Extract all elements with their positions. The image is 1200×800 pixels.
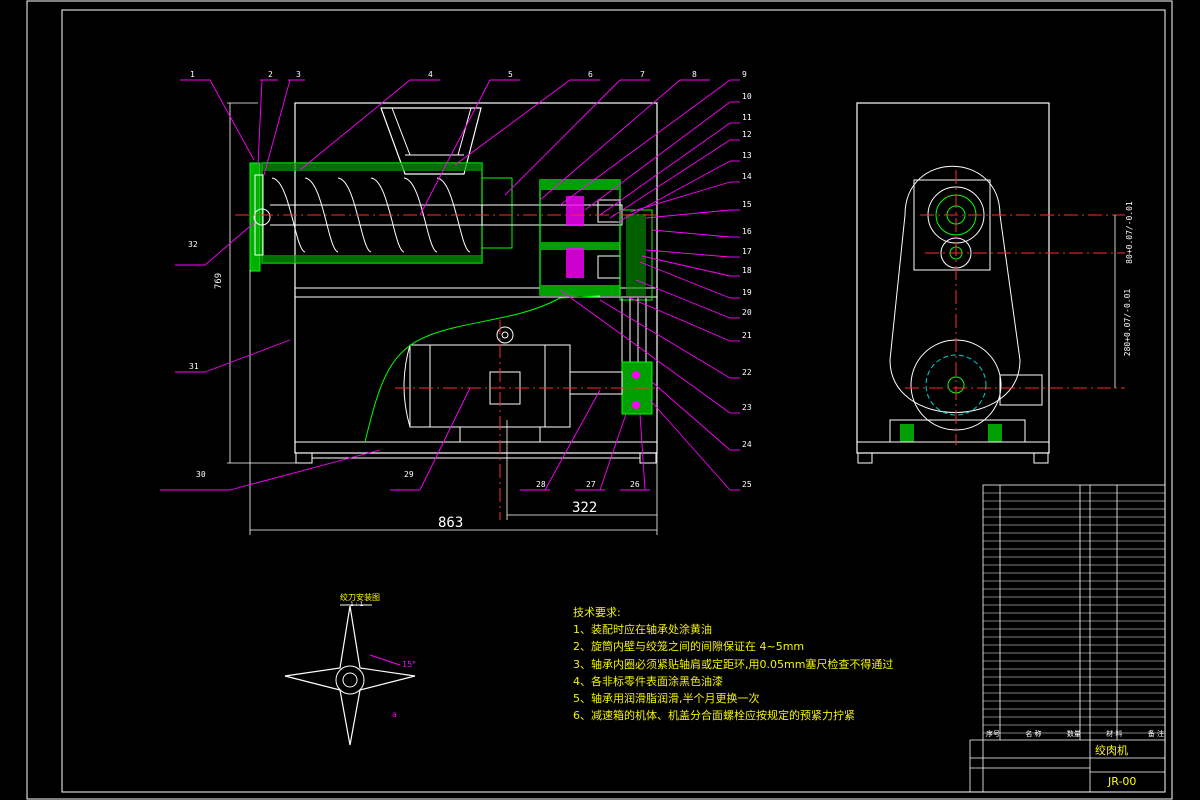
side-view bbox=[856, 102, 1125, 464]
callout-number: 26 bbox=[630, 480, 640, 489]
callout-number: 14 bbox=[742, 172, 752, 181]
callout-number: 10 bbox=[742, 92, 752, 101]
callout-number: 18 bbox=[742, 266, 752, 275]
drawing-number: JR-00 bbox=[1108, 775, 1137, 788]
callout-leaders bbox=[160, 79, 740, 491]
tech-item: 3、轴承内圈必须紧贴轴肩或定距环,用0.05mm塞尺检查不得通过 bbox=[573, 657, 894, 671]
header-cell: 数量 bbox=[1066, 730, 1081, 738]
technical-requirements: 技术要求: 1、装配时应在轴承处涂黄油 2、旋筒内壁与绞笼之间的间隙保证在 4~… bbox=[573, 604, 893, 724]
callout-number: 29 bbox=[404, 470, 414, 479]
callout-number: 3 bbox=[296, 70, 301, 79]
dimension-side-lower: 280+0.07/-0.01 bbox=[1123, 288, 1133, 357]
header-cell: 材 料 bbox=[1106, 730, 1123, 738]
callout-number: 7 bbox=[640, 70, 645, 79]
blade-tag: a bbox=[392, 710, 397, 719]
title-block-header: 序号 名 称 数量 材 料 备 注 bbox=[986, 729, 1164, 739]
screw-auger bbox=[270, 177, 482, 253]
front-view bbox=[227, 102, 660, 535]
dimension-side-upper: 80+0.07/-0.01 bbox=[1124, 201, 1134, 264]
header-cell: 名 称 bbox=[1025, 730, 1042, 738]
callout-number: 5 bbox=[508, 70, 513, 79]
callout-number: 23 bbox=[742, 403, 752, 412]
callout-number: 24 bbox=[742, 440, 752, 449]
tech-item: 5、轴承用润滑脂润滑,半个月更换一次 bbox=[573, 692, 760, 706]
callout-number: 22 bbox=[742, 368, 752, 377]
callout-number: 19 bbox=[742, 288, 752, 297]
housing-frame bbox=[294, 102, 658, 454]
dimension-pulley: 322 bbox=[572, 500, 598, 516]
callout-number: 15 bbox=[742, 200, 752, 209]
inner-border bbox=[61, 9, 1166, 793]
callout-number: 30 bbox=[196, 470, 206, 479]
callout-number: 8 bbox=[692, 70, 697, 79]
centerlines bbox=[235, 214, 660, 520]
callout-number: 1 bbox=[190, 70, 195, 79]
callout-number: 2 bbox=[268, 70, 273, 79]
hopper bbox=[380, 107, 482, 175]
tech-item: 1、装配时应在轴承处涂黄油 bbox=[573, 623, 712, 637]
tech-heading: 技术要求: bbox=[573, 606, 621, 619]
parts-list-rows bbox=[983, 492, 1165, 734]
callout-number: 27 bbox=[586, 480, 596, 489]
blade-view-scale: 1 : 1 bbox=[350, 601, 364, 608]
callout-number: 21 bbox=[742, 331, 752, 340]
gearbox bbox=[539, 179, 653, 301]
callout-number: 12 bbox=[742, 130, 752, 139]
parts-list-table bbox=[969, 484, 1166, 793]
outer-border bbox=[26, 0, 1173, 800]
callout-number: 13 bbox=[742, 151, 752, 160]
callout-number: 16 bbox=[742, 227, 752, 236]
callout-number: 6 bbox=[588, 70, 593, 79]
dimension-height: 769 bbox=[214, 272, 225, 290]
callout-number: 25 bbox=[742, 480, 752, 489]
callout-number: 11 bbox=[742, 113, 752, 122]
motor bbox=[403, 326, 623, 443]
drawing-title: 绞肉机 bbox=[1095, 744, 1128, 757]
tech-item: 4、各非标零件表面涂黑色油漆 bbox=[573, 674, 723, 688]
header-cell: 序号 bbox=[986, 730, 1000, 738]
callout-number: 17 bbox=[742, 247, 752, 256]
tech-item: 2、旋筒内壁与绞笼之间的间隙保证在 4~5mm bbox=[573, 640, 805, 654]
header-cell: 备 注 bbox=[1147, 730, 1164, 738]
callout-number: 31 bbox=[189, 362, 199, 371]
callout-number: 4 bbox=[428, 70, 433, 79]
callout-number: 28 bbox=[536, 480, 546, 489]
callout-number: 20 bbox=[742, 308, 752, 317]
dimension-overall: 863 bbox=[438, 515, 464, 531]
callout-number: 32 bbox=[188, 240, 198, 249]
tech-item: 6、减速箱的机体、机盖分合面螺栓应按规定的预紧力拧紧 bbox=[573, 709, 855, 723]
callout-number: 9 bbox=[742, 70, 747, 79]
blade-view-title: 绞刀安装图 bbox=[340, 593, 380, 602]
side-housing bbox=[856, 102, 1050, 454]
blade-view bbox=[284, 604, 416, 746]
blade-angle: 15° bbox=[402, 660, 417, 669]
